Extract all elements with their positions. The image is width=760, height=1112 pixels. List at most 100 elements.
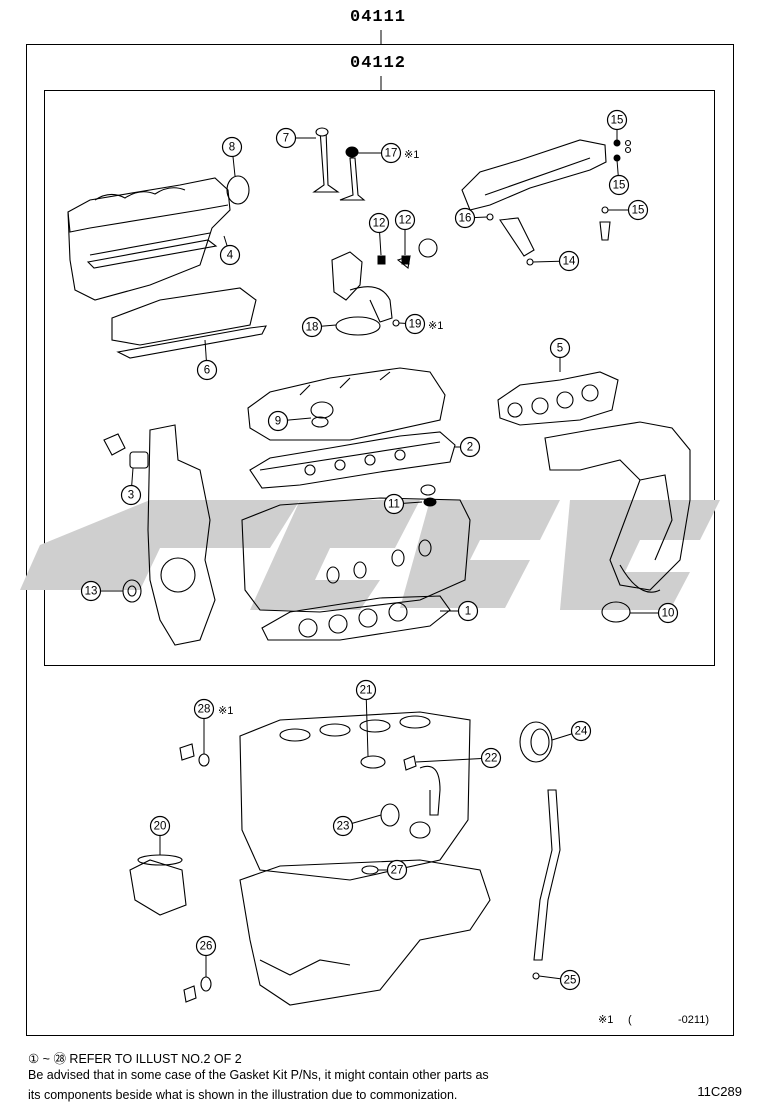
- callout-number: 2: [467, 442, 473, 454]
- asterisk-note: ※1: [428, 320, 443, 332]
- callout-15: 15: [606, 109, 628, 140]
- callout-number: 28: [198, 704, 211, 716]
- callout-circle: [149, 815, 171, 837]
- callout-13: 13: [80, 580, 123, 602]
- callout-21: 21: [355, 679, 377, 757]
- callout-number: 23: [337, 821, 350, 833]
- callout-circle: [454, 207, 476, 229]
- gasket-18: [335, 316, 381, 336]
- callout-5: 5: [549, 337, 571, 372]
- exhaust-manifold-gasket-5: [497, 371, 619, 426]
- callout-circle: [549, 337, 571, 359]
- callout-number: 3: [128, 490, 134, 502]
- callout-circle: [221, 136, 243, 158]
- callout-circle: [380, 142, 402, 164]
- fuel-rail: [461, 139, 607, 211]
- footer-advisory-line-1: Be advised that in some case of the Gask…: [28, 1068, 489, 1082]
- callout-number: 15: [632, 205, 645, 217]
- callout-circle: [368, 212, 390, 234]
- callout-12: 12: [394, 209, 416, 255]
- seal-washer-11: [420, 484, 437, 507]
- callout-circle: [559, 969, 581, 991]
- callout-number: 15: [611, 115, 624, 127]
- oil-pan: [239, 859, 491, 1006]
- cylinder-head-cover-upper: [67, 177, 231, 301]
- callout-number: 24: [575, 726, 588, 738]
- callout-circle: [267, 410, 289, 432]
- callout-number: 11: [388, 499, 400, 511]
- callout-circle: [394, 209, 416, 231]
- exhaust-manifold-converter: [544, 421, 691, 593]
- bolt-28: [179, 743, 210, 767]
- water-inlet-3: [103, 433, 149, 469]
- callout-number: 25: [564, 975, 577, 987]
- callout-number: 12: [399, 215, 412, 227]
- callout-26: 26: [195, 935, 217, 977]
- cylinder-block: [239, 711, 471, 881]
- callout-4: 4: [219, 235, 241, 266]
- watermark-logo: [20, 500, 720, 610]
- valve-cover: [247, 367, 446, 441]
- inner-kit-frame: [44, 90, 715, 666]
- callout-leader-line: [415, 757, 492, 763]
- lower-cover-6: [111, 287, 267, 359]
- callout-number: 18: [306, 322, 319, 334]
- range-note-open: (: [628, 1014, 632, 1026]
- callout-circle: [193, 698, 215, 720]
- callout-number: 12: [373, 218, 386, 230]
- kit-part-number: 04111: [350, 8, 407, 27]
- callout-10: 10: [630, 602, 679, 624]
- callout-number: 9: [275, 416, 281, 428]
- callout-number: 17: [385, 148, 398, 160]
- callout-leader-line: [365, 689, 369, 757]
- callout-circle: [570, 720, 592, 742]
- water-pipe: [419, 765, 441, 816]
- callout-number: 16: [459, 213, 472, 225]
- asterisk-note: ※1: [404, 149, 419, 161]
- callout-circle: [195, 935, 217, 957]
- callout-circle: [383, 493, 405, 515]
- range-note-marker: ※1: [598, 1014, 613, 1026]
- illustration-reference-code: 11C289: [697, 1084, 742, 1099]
- callout-circle: [301, 316, 323, 338]
- oil-filler-cap-9: [310, 401, 334, 428]
- callout-12: 12: [368, 212, 390, 256]
- callout-18: 18: [301, 316, 337, 338]
- injector-14: [499, 217, 535, 266]
- callout-circle: [606, 109, 628, 131]
- valve-cover-gasket-2: [249, 431, 456, 489]
- callout-circle: [457, 600, 479, 622]
- callout-circle: [386, 859, 408, 881]
- callout-number: 14: [563, 256, 576, 268]
- gasket-22: [403, 755, 417, 771]
- timing-chain-cover: [147, 424, 216, 646]
- o-ring-19: [392, 319, 400, 327]
- callout-circle: [355, 679, 377, 701]
- callout-number: 26: [200, 941, 213, 953]
- cylinder-head-gasket-1: [261, 595, 451, 641]
- callout-circle: [275, 127, 297, 149]
- callout-number: 13: [85, 586, 98, 598]
- exhaust-valve-17: [339, 146, 366, 201]
- callout-circle: [480, 747, 502, 769]
- intake-valve-7: [312, 127, 340, 193]
- callout-number: 8: [229, 142, 235, 154]
- callout-circle: [219, 244, 241, 266]
- cylinder-head: [241, 497, 471, 613]
- callout-number: 6: [204, 365, 210, 377]
- callout-number: 1: [465, 606, 471, 618]
- head-cover-gasket-4: [86, 239, 218, 269]
- outer-kit-frame: [26, 44, 734, 1036]
- footer-advisory-line-2: its components beside what is shown in t…: [28, 1088, 458, 1102]
- range-note-value: -0211): [678, 1014, 709, 1026]
- callout-9: 9: [267, 410, 312, 432]
- callout-circle: [80, 580, 102, 602]
- oil-dipstick-guide: [533, 789, 561, 961]
- rear-oil-seal-24: [519, 721, 553, 763]
- sensor-housing: [331, 238, 438, 323]
- callout-circle: [120, 484, 142, 506]
- callout-number: 7: [283, 133, 289, 145]
- asterisk-notes: ※1※1※1: [218, 149, 443, 717]
- callout-17: 17: [358, 142, 402, 164]
